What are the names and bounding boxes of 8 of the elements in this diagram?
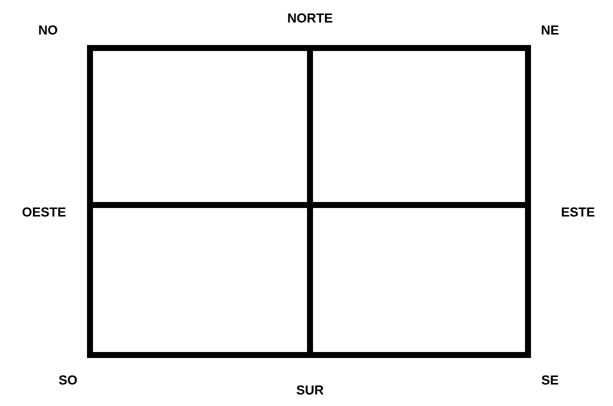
direction-label: ESTE (562, 207, 594, 217)
direction-label: OESTE (22, 207, 66, 217)
direction-label: SO (59, 375, 77, 385)
direction-label: NO (39, 25, 58, 35)
direction-label: NE (542, 26, 559, 34)
direction-label: SUR (296, 385, 324, 395)
direction-label: SE (542, 375, 558, 385)
direction-label: NORTE (288, 13, 332, 23)
